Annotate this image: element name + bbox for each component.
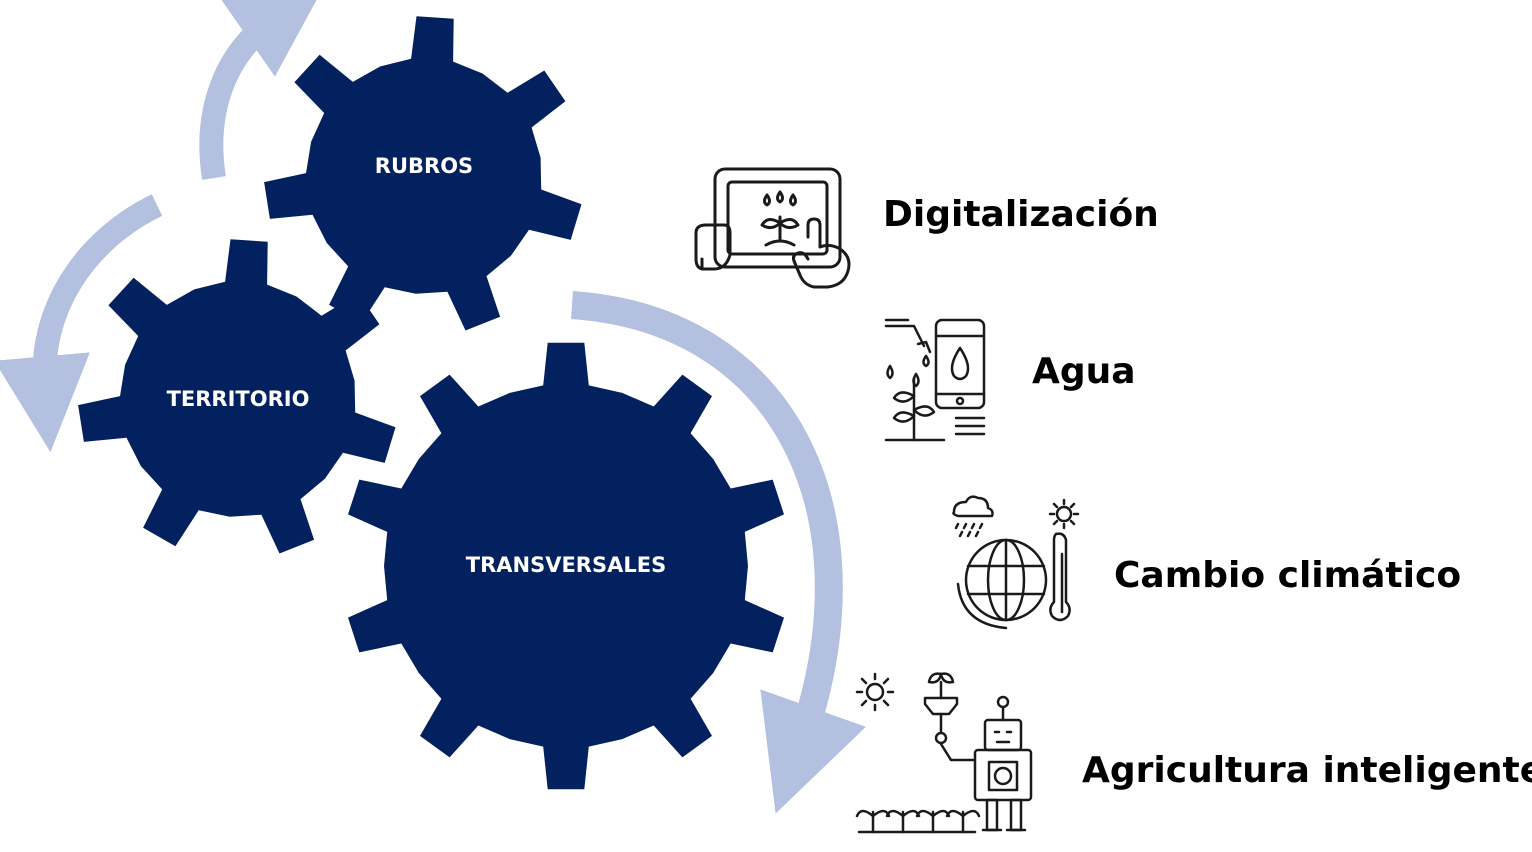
phone-water-plant-icon <box>880 316 990 444</box>
gear-rubros <box>264 16 582 331</box>
topic-agua: Agua <box>1032 351 1136 392</box>
topic-agricultura-inteligente: Agricultura inteligente <box>1082 750 1532 791</box>
topic-cambio-climatico: Cambio climático <box>1114 555 1462 596</box>
gear-territorio <box>78 239 396 554</box>
topic-digitalizacion: Digitalización <box>883 194 1159 235</box>
arrow-territorio-to-rubros <box>199 0 327 180</box>
gear-transversales <box>348 342 784 790</box>
globe-climate-icon <box>944 494 1084 636</box>
tablet-plant-icon <box>690 165 860 297</box>
gear-label-rubros: RUBROS <box>375 154 473 178</box>
gear-label-territorio: TERRITORIO <box>167 387 310 411</box>
farm-robot-icon <box>855 670 1045 850</box>
arrow-rubros-to-territorio <box>0 194 163 453</box>
arrow-transversales-cycle <box>571 291 866 814</box>
gear-label-transversales: TRANSVERSALES <box>466 553 666 577</box>
